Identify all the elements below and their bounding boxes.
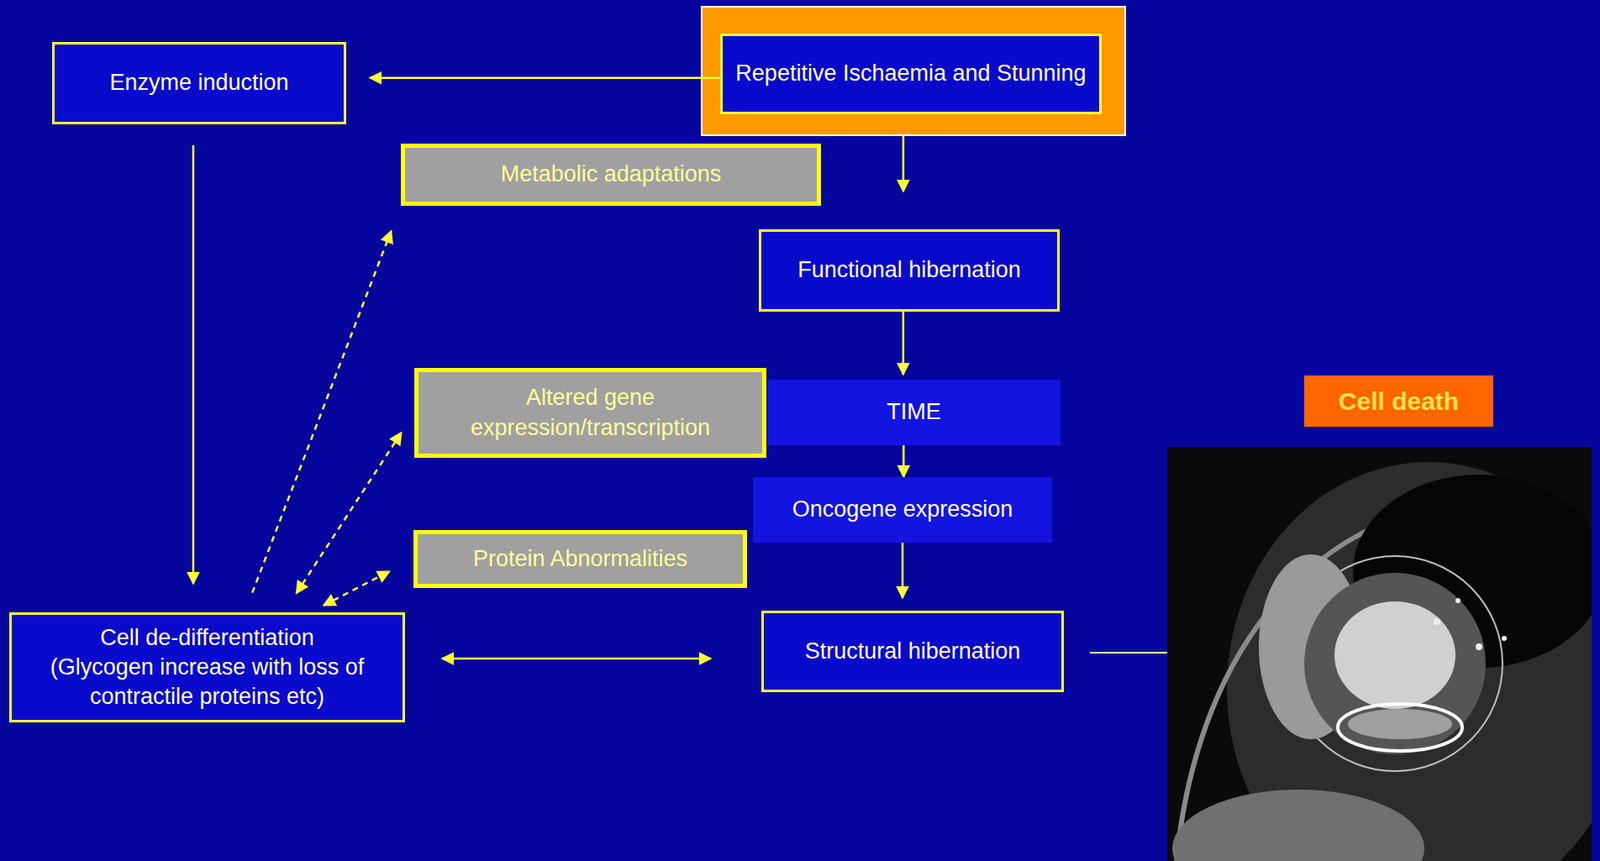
- process-box: Functional hibernation: [758, 229, 1060, 312]
- node-text: Cell de-differentiation: [100, 623, 315, 653]
- connector-arrow: [902, 135, 906, 192]
- node-text: Enzyme induction: [109, 68, 289, 98]
- mri-image: [1167, 447, 1592, 861]
- process-box: Protein Abnormalities: [413, 530, 748, 589]
- connector-arrow: [901, 542, 905, 599]
- mri-highlight-ellipse: [1337, 704, 1463, 752]
- connector-arrow: [192, 145, 195, 585]
- node-text: Repetitive Ischaemia and Stunning: [735, 58, 1086, 89]
- process-box: Cell de-differentiation(Glycogen increas…: [9, 612, 406, 723]
- mri-vessel: [1501, 636, 1507, 642]
- node-text: Oncogene expression: [792, 494, 1014, 525]
- process-box: Repetitive Ischaemia and Stunning: [720, 33, 1102, 115]
- mri-vessel: [1455, 598, 1461, 604]
- mri-vessel: [1475, 643, 1483, 651]
- process-band: Oncogene expression: [752, 477, 1053, 543]
- dashed-connector: [252, 231, 391, 594]
- leader-line: [1089, 652, 1168, 654]
- node-text: Metabolic adaptations: [500, 159, 722, 190]
- time-band: TIME: [767, 379, 1061, 446]
- process-box: Structural hibernation: [761, 610, 1064, 693]
- connector-arrow: [902, 445, 906, 478]
- node-text: (Glycogen increase with loss of contract…: [20, 652, 395, 712]
- mri-liver: [1172, 789, 1425, 861]
- process-box: Metabolic adaptations: [400, 143, 822, 206]
- dashed-connector: [323, 571, 390, 606]
- dashed-connector: [296, 432, 402, 594]
- mri-scar: [1347, 709, 1453, 740]
- mri-vessel: [1433, 618, 1441, 626]
- connector-arrow: [442, 657, 711, 661]
- node-text: Cell death: [1338, 384, 1459, 418]
- highlight-frame: [701, 6, 1126, 136]
- node-text: Protein Abnormalities: [473, 544, 688, 574]
- node-text: Functional hibernation: [797, 255, 1022, 285]
- process-box: Enzyme induction: [52, 42, 347, 125]
- node-text: TIME: [886, 397, 942, 427]
- connector-arrow: [369, 77, 721, 80]
- mri-myocardium: [1304, 573, 1486, 755]
- mri-lv-cavity: [1334, 601, 1456, 710]
- node-text: Altered gene expression/transcription: [468, 383, 714, 443]
- connector-arrow: [902, 311, 906, 375]
- process-box: Altered gene expression/transcription: [414, 368, 767, 458]
- label-box: Cell death: [1304, 375, 1494, 427]
- node-text: Structural hibernation: [805, 636, 1022, 667]
